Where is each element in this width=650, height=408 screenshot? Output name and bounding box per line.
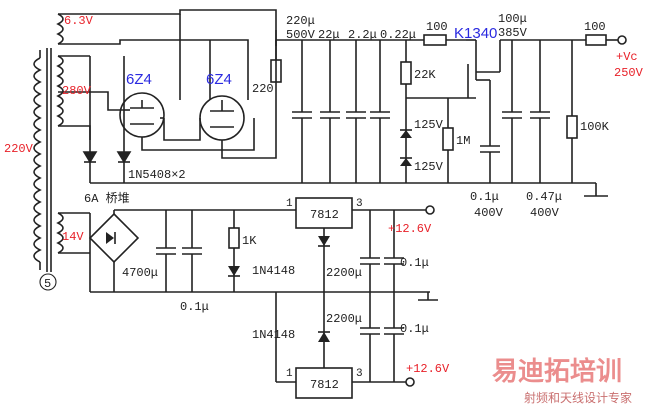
label-r220: 220 <box>252 82 274 96</box>
label-7812-bottom: 7812 <box>310 378 339 392</box>
label-bridge: 6A 桥堆 <box>84 191 130 206</box>
label-k1340: K1340 <box>454 25 497 42</box>
label-12-6v-top: +12.6V <box>388 222 432 236</box>
label-0-22u: 0.22μ <box>380 28 416 42</box>
label-100k: 100K <box>580 120 610 134</box>
label-pin1-top: 1 <box>286 198 293 210</box>
label-12-6v-bottom: +12.6V <box>406 362 450 376</box>
label-220u: 220μ <box>286 14 315 28</box>
label-circle <box>39 273 57 291</box>
hv-caps <box>292 40 550 183</box>
watermark-brand: 易迪拓培训 <box>492 357 622 387</box>
label-100u: 100μ <box>498 12 527 26</box>
label-385v: 385V <box>498 26 528 40</box>
tube-right <box>199 95 245 141</box>
label-6-3v: 6.3V <box>64 14 94 28</box>
label-500v: 500V <box>286 28 316 42</box>
label-250v: 250V <box>614 66 644 80</box>
tube-right-label: 6Z4 <box>206 71 232 88</box>
mosfet-section <box>400 39 578 183</box>
label-100a: 100 <box>426 20 448 34</box>
label-number: 5 <box>44 277 51 291</box>
label-400v-a: 400V <box>474 206 504 220</box>
hv-wiring <box>58 55 132 183</box>
labels: 6.3V 280V 220V 14V 5 6Z4 6Z4 1N5408×2 22… <box>4 12 644 392</box>
label-7812-top: 7812 <box>310 208 339 222</box>
label-1m: 1M <box>456 134 470 148</box>
label-1k: 1K <box>242 234 257 248</box>
watermark-tagline: 射频和天线设计专家 <box>524 390 632 405</box>
label-14v: 14V <box>62 230 84 244</box>
label-0-1u-hv: 0.1μ <box>470 190 499 204</box>
label-4700u: 4700μ <box>122 266 158 280</box>
label-22k: 22K <box>414 68 436 82</box>
label-pin1-bottom: 1 <box>286 368 293 380</box>
label-2200u-bottom: 2200μ <box>326 312 362 326</box>
label-2-2u: 2.2μ <box>348 28 377 42</box>
tube-left-label: 6Z4 <box>126 71 152 88</box>
tube-left <box>119 92 165 138</box>
transformer <box>33 13 64 272</box>
lv-section <box>58 197 438 399</box>
label-pin3-bottom: 3 <box>356 368 363 380</box>
label-400v-b: 400V <box>530 206 560 220</box>
diodes-label: 1N5408×2 <box>128 168 186 182</box>
label-vc: +Vc <box>616 50 638 64</box>
label-125v-b: 125V <box>414 160 444 174</box>
label-125v-a: 125V <box>414 118 444 132</box>
label-1n4148-bottom: 1N4148 <box>252 328 295 342</box>
label-0-1u-bottom: 0.1μ <box>400 322 429 336</box>
label-100b: 100 <box>584 20 606 34</box>
watermark: 易迪拓培训 射频和天线设计专家 <box>492 357 632 405</box>
label-1n4148-top: 1N4148 <box>252 264 295 278</box>
label-pin3-top: 3 <box>356 198 363 210</box>
label-22u: 22μ <box>318 28 340 42</box>
label-280v: 280V <box>62 84 92 98</box>
label-0-1u-lv: 0.1μ <box>180 300 209 314</box>
label-0-1u-top: 0.1μ <box>400 256 429 270</box>
label-0-47u: 0.47μ <box>526 190 562 204</box>
label-2200u-top: 2200μ <box>326 266 362 280</box>
label-220v: 220V <box>4 142 34 156</box>
